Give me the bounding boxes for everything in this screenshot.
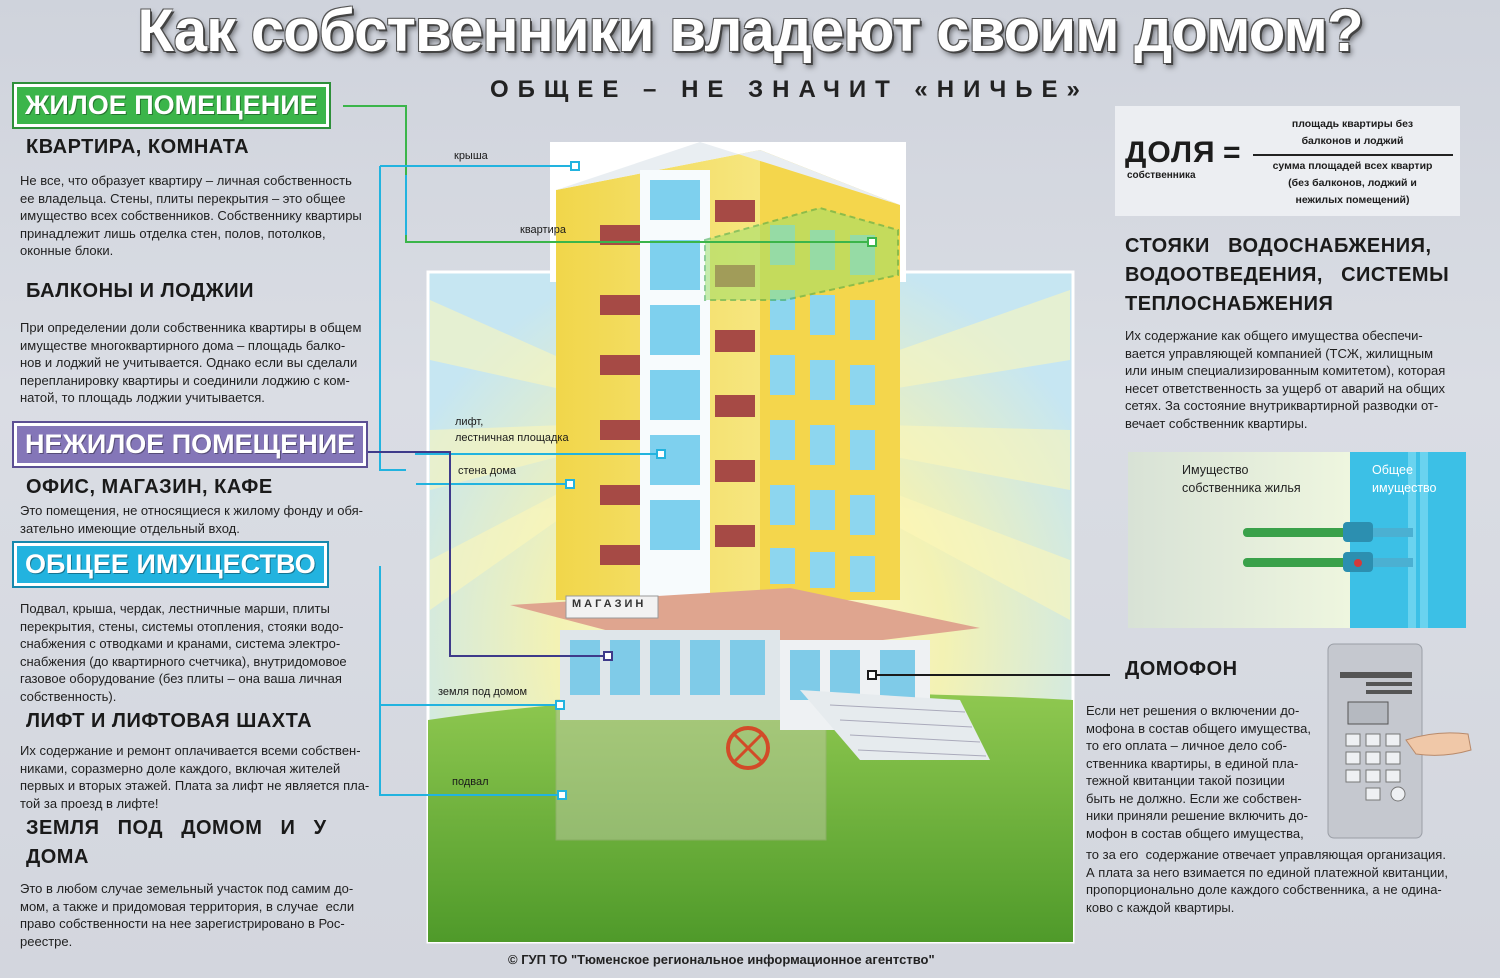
heading-risers-3: ТЕПЛОСНАБЖЕНИЯ bbox=[1125, 293, 1334, 315]
heading-risers-1: СТОЯКИ ВОДОСНАБЖЕНИЯ, bbox=[1125, 235, 1432, 257]
pipes-diagram bbox=[1128, 452, 1466, 628]
text-elevator: Их содержание и ремонт оплачивается всем… bbox=[20, 743, 370, 811]
category-nonresidential: НЕЖИЛОЕ ПОМЕЩЕНИЕ bbox=[14, 423, 367, 466]
formula-denominator: сумма площадей всех квартир (без балконо… bbox=[1272, 160, 1433, 206]
label-lift-1: лифт, bbox=[455, 416, 484, 428]
text-balconies: При определении доли собственника кварти… bbox=[20, 320, 362, 405]
intercom-panel-icon bbox=[1327, 643, 1472, 839]
heading-balconies: БАЛКОНЫ И ЛОДЖИИ bbox=[26, 280, 255, 302]
shop-sign: МАГАЗИН bbox=[572, 598, 647, 610]
pipes-common-label: Общее имущество bbox=[1372, 463, 1437, 495]
heading-apartment: КВАРТИРА, КОМНАТА bbox=[26, 136, 250, 158]
heading-intercom: ДОМОФОН bbox=[1125, 658, 1238, 680]
label-roof: крыша bbox=[454, 150, 488, 162]
label-apartment: квартира bbox=[520, 224, 566, 236]
text-intercom-wide: то за его содержание отвечает управляюща… bbox=[1086, 847, 1448, 915]
page-title: Как собственники владеют своим домом? bbox=[137, 0, 1363, 64]
text-land: Это в любом случае земельный участок под… bbox=[20, 881, 355, 949]
formula-numerator: площадь квартиры без балконов и лоджий bbox=[1291, 118, 1414, 147]
heading-risers-2: ВОДООТВЕДЕНИЯ, СИСТЕМЫ bbox=[1125, 264, 1450, 286]
text-apartment: Не все, что образует квартиру – личная с… bbox=[20, 173, 362, 258]
formula-owner-word: собственника bbox=[1127, 170, 1196, 181]
label-lift-2: лестничная площадка bbox=[455, 432, 569, 444]
heading-land-2: ДОМА bbox=[26, 846, 89, 868]
label-wall: стена дома bbox=[458, 465, 516, 477]
formula-share-word: ДОЛЯ bbox=[1125, 136, 1216, 169]
formula-fraction-bar bbox=[1253, 154, 1453, 156]
heading-office: ОФИС, МАГАЗИН, КАФЕ bbox=[26, 476, 273, 498]
page-subtitle: ОБЩЕЕ – НЕ ЗНАЧИТ «НИЧЬЕ» bbox=[490, 76, 1089, 103]
pipes-owner-label: Имущество собственника жилья bbox=[1182, 463, 1301, 495]
heading-elevator: ЛИФТ И ЛИФТОВАЯ ШАХТА bbox=[26, 710, 313, 732]
share-formula: ДОЛЯ собственника = площадь квартиры без… bbox=[1115, 106, 1460, 216]
text-intercom: Если нет решения о включении до- мофона … bbox=[1086, 703, 1311, 841]
text-risers: Их содержание как общего имущества обесп… bbox=[1125, 328, 1446, 431]
text-office: Это помещения, не относящиеся к жилому ф… bbox=[20, 503, 363, 536]
text-common: Подвал, крыша, чердак, лестничные марши,… bbox=[20, 601, 347, 704]
category-residential: ЖИЛОЕ ПОМЕЩЕНИЕ bbox=[14, 84, 329, 127]
heading-land-1: ЗЕМЛЯ ПОД ДОМОМ И У bbox=[26, 817, 327, 839]
label-land: земля под домом bbox=[438, 686, 528, 698]
category-common: ОБЩЕЕ ИМУЩЕСТВО bbox=[14, 543, 327, 586]
label-basement: подвал bbox=[452, 776, 489, 788]
footer-credit: © ГУП ТО "Тюменское региональное информа… bbox=[508, 952, 935, 967]
